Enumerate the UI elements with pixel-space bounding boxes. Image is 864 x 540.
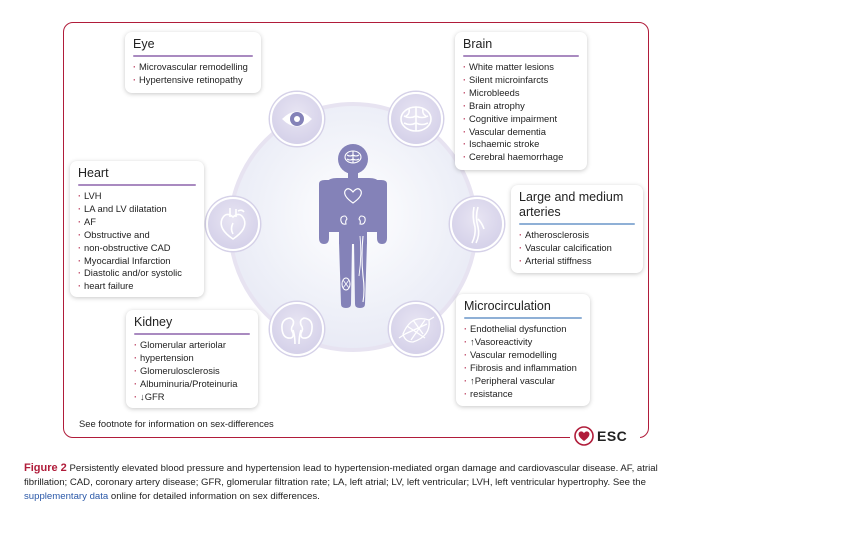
list-item: heart failure [78, 280, 196, 293]
heart-card-list: LVH LA and LV dilatation AF Obstructive … [78, 190, 196, 293]
brain-card: Brain White matter lesions Silent microi… [455, 32, 587, 170]
list-item: Glomerulosclerosis [134, 365, 250, 378]
supplementary-data-link[interactable]: supplementary data [24, 491, 109, 502]
list-item: Endothelial dysfunction [464, 323, 582, 336]
list-item: Vascular dementia [463, 126, 579, 139]
artery-icon [471, 206, 485, 244]
list-item: Brain atrophy [463, 100, 579, 113]
list-item: Cerebral haemorrhage [463, 151, 579, 164]
list-item: Albuminuria/Proteinuria [134, 378, 250, 391]
list-item: LA and LV dilatation [78, 203, 196, 216]
microcirculation-card-rule [464, 317, 582, 319]
list-item: Microbleeds [463, 87, 579, 100]
kidney-icon [281, 317, 313, 345]
list-item: non-obstructive CAD [78, 242, 196, 255]
esc-heart-icon [574, 426, 594, 446]
list-item: Cognitive impairment [463, 113, 579, 126]
list-item: ↑Vasoreactivity [464, 336, 582, 349]
kidney-card: Kidney Glomerular arteriolar hypertensio… [126, 310, 258, 408]
kidney-card-list: Glomerular arteriolar hypertension Glome… [134, 339, 250, 404]
eye-organ-circle [270, 92, 324, 146]
heart-card: Heart LVH LA and LV dilatation AF Obstru… [70, 161, 204, 297]
esc-logo: ESC [574, 426, 627, 446]
arteries-card-title-line1: Large and medium [519, 190, 624, 204]
list-item: Microvascular remodelling [133, 61, 253, 74]
figure-caption: Figure 2 Persistently elevated blood pre… [24, 461, 692, 504]
list-item: Vascular calcification [519, 242, 635, 255]
kidney-card-title: Kidney [134, 315, 173, 329]
arteries-card-list: Atherosclerosis Vascular calcification A… [519, 229, 635, 268]
kidney-organ-circle [270, 302, 324, 356]
list-item: Glomerular arteriolar [134, 339, 250, 352]
eye-icon [282, 111, 312, 127]
list-item: Ischaemic stroke [463, 138, 579, 151]
figure-frame [63, 22, 649, 438]
list-item: Fibrosis and inflammation [464, 362, 582, 375]
esc-logo-text: ESC [597, 428, 628, 444]
list-item: Diastolic and/or systolic [78, 267, 196, 280]
brain-organ-circle [389, 92, 443, 146]
sex-differences-footnote: See footnote for information on sex-diff… [79, 418, 274, 429]
brain-card-list: White matter lesions Silent microinfarct… [463, 61, 579, 164]
list-item: Obstructive and [78, 229, 196, 242]
list-item: ↓GFR [134, 391, 250, 404]
caption-text-end: online for detailed information on sex d… [108, 491, 320, 502]
microcirculation-card: Microcirculation Endothelial dysfunction… [456, 294, 590, 406]
arteries-card: Large and medium arteries Atherosclerosi… [511, 185, 643, 273]
brain-card-rule [463, 55, 579, 57]
list-item: Hypertensive retinopathy [133, 74, 253, 87]
eye-card-list: Microvascular remodelling Hypertensive r… [133, 61, 253, 87]
list-item: ↑Peripheral vascular [464, 375, 582, 388]
arteries-card-title-line2: arteries [519, 205, 561, 219]
heart-icon [220, 208, 246, 240]
list-item: Arterial stiffness [519, 255, 635, 268]
heart-card-title: Heart [78, 166, 109, 180]
figure-label: Figure 2 [24, 462, 67, 474]
list-item: AF [78, 216, 196, 229]
microcirculation-organ-circle [389, 302, 443, 356]
heart-card-rule [78, 184, 196, 186]
list-item: Atherosclerosis [519, 229, 635, 242]
kidney-card-rule [134, 333, 250, 335]
brain-card-title: Brain [463, 37, 493, 51]
eye-card-rule [133, 55, 253, 57]
eye-card-title: Eye [133, 37, 155, 51]
list-item: White matter lesions [463, 61, 579, 74]
arteries-card-rule [519, 223, 635, 225]
list-item: Silent microinfarcts [463, 74, 579, 87]
brain-icon [400, 106, 432, 132]
microcirculation-card-list: Endothelial dysfunction ↑Vasoreactivity … [464, 323, 582, 400]
microcirculation-icon [398, 316, 435, 343]
artery-organ-circle [450, 197, 504, 251]
human-body-icon [319, 144, 387, 308]
heart-organ-circle [206, 197, 260, 251]
list-item: Vascular remodelling [464, 349, 582, 362]
microcirculation-card-title: Microcirculation [464, 299, 551, 313]
list-item: LVH [78, 190, 196, 203]
caption-text: Persistently elevated blood pressure and… [24, 463, 658, 488]
list-item: Myocardial Infarction [78, 255, 196, 268]
list-item: resistance [464, 388, 582, 401]
eye-card: Eye Microvascular remodelling Hypertensi… [125, 32, 261, 93]
list-item: hypertension [134, 352, 250, 365]
